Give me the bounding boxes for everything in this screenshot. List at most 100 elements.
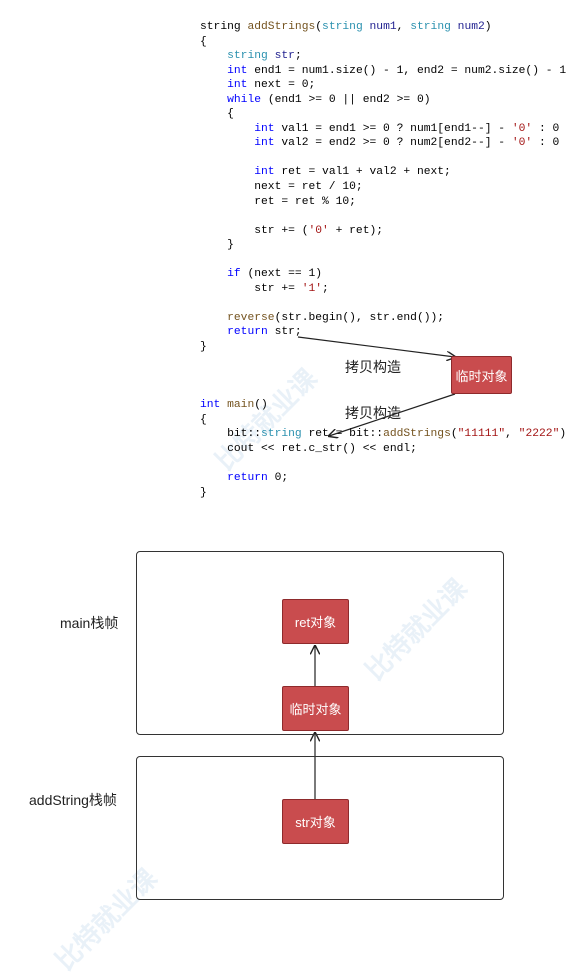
addstring-stack-frame: [136, 756, 504, 900]
code-line: }: [200, 238, 546, 253]
code-token: cout << ret.c_str() << endl;: [200, 442, 417, 455]
code-token: ,: [396, 21, 411, 33]
arrow-temp-to-ret: [329, 393, 456, 436]
code-token: (: [315, 21, 323, 33]
code-token: int: [254, 137, 282, 150]
code-token: : 0: [532, 122, 560, 135]
code-token: return: [227, 471, 275, 484]
arrow-return-to-temp: [297, 336, 455, 357]
code-line: next = ret / 10;: [200, 180, 546, 195]
code-token: next = ret / 10;: [200, 181, 363, 194]
code-token: str += (: [200, 224, 309, 237]
code-token: main: [227, 399, 255, 412]
code-token: end1 = num1.size() - 1, end2 = num2.size…: [254, 64, 566, 77]
main-stack-frame-label: main栈帧: [60, 615, 119, 631]
code-token: : 0: [532, 137, 560, 150]
main-stack-frame: [136, 551, 504, 735]
code-token: ret = val1 + val2 + next;: [281, 166, 451, 179]
code-token: }: [200, 486, 207, 499]
code-token: str;: [274, 326, 302, 339]
code-token: (str.begin(), str.end());: [274, 311, 445, 324]
code-line: str += '1';: [200, 282, 546, 297]
code-line: {: [200, 35, 546, 50]
temp-object-stack-box: 临时对象: [282, 686, 349, 731]
code-token: string: [261, 428, 309, 441]
code-token: if: [227, 268, 248, 281]
code-token: bit::: [200, 428, 262, 441]
code-line: string addStrings(string num1, string nu…: [200, 20, 546, 35]
code-token: (: [450, 428, 458, 441]
code-token: while: [227, 93, 268, 106]
code-line: }: [200, 486, 546, 501]
code-line: int val2 = end2 >= 0 ? num2[end2--] - '0…: [200, 136, 559, 151]
code-token: ;: [294, 50, 302, 63]
code-line: string str;: [200, 49, 546, 64]
code-line: int ret = val1 + val2 + next;: [200, 165, 546, 180]
code-token: next = 0;: [254, 79, 316, 92]
code-token: ,: [505, 428, 519, 441]
code-token: int: [254, 122, 282, 135]
code-line: if (next == 1): [200, 267, 546, 282]
code-token: num2: [457, 21, 485, 33]
code-token: addStrings: [383, 428, 451, 441]
code-token: "11111": [457, 428, 506, 441]
code-token: {: [200, 108, 234, 121]
code-line: }: [200, 340, 546, 355]
code-token: {: [200, 35, 207, 48]
ret-object-box: ret对象: [282, 599, 349, 644]
code-token: int: [227, 79, 255, 92]
code-token: str +=: [200, 282, 302, 295]
code-token: reverse: [227, 311, 275, 324]
code-line: cout << ret.c_str() << endl;: [200, 442, 546, 457]
code-token: num1: [369, 21, 397, 33]
code-line: reverse(str.begin(), str.end());: [200, 311, 546, 326]
code-token: int: [227, 64, 255, 77]
code-token: int: [200, 399, 228, 412]
code-token: (end1 >= 0 || end2 >= 0): [267, 93, 431, 106]
code-token: }: [200, 239, 234, 252]
code-line: int end1 = num1.size() - 1, end2 = num2.…: [200, 64, 566, 79]
temp-object-box: 临时对象: [451, 356, 512, 394]
code-token: ret = bit::: [308, 428, 384, 441]
addstring-stack-frame-label: addString栈帧: [29, 792, 117, 808]
code-token: ret = ret % 10;: [200, 195, 356, 208]
code-token: ): [559, 428, 566, 441]
code-token: '1': [301, 282, 323, 295]
code-token: string: [322, 21, 370, 33]
code-token: addStrings: [247, 21, 316, 33]
copy-construct-label-2: 拷贝构造: [345, 405, 401, 421]
code-token: (): [254, 399, 268, 412]
code-token: ): [484, 21, 492, 33]
code-block: string addStrings(string num1, string nu…: [200, 20, 566, 501]
code-line: str += ('0' + ret);: [200, 224, 546, 239]
code-line: int main(): [200, 398, 546, 413]
code-token: string: [200, 21, 248, 33]
code-token: 0;: [274, 471, 289, 484]
code-token: '0': [308, 224, 329, 237]
code-token: ;: [322, 282, 329, 295]
code-line: ret = ret % 10;: [200, 195, 546, 210]
code-token: return: [227, 326, 275, 339]
code-token: (next == 1): [247, 268, 323, 281]
copy-construct-label-1: 拷贝构造: [345, 359, 401, 375]
code-line: bit::string ret = bit::addStrings("11111…: [200, 427, 566, 442]
code-token: + ret);: [328, 224, 384, 237]
code-token: val2 = end2 >= 0 ? num2[end2--] -: [281, 137, 512, 150]
code-token: }: [200, 341, 207, 354]
arrows-layer: [297, 336, 546, 800]
code-line: return 0;: [200, 471, 546, 486]
code-token: str: [274, 50, 295, 63]
code-token: string: [227, 50, 275, 63]
code-token: '0': [511, 137, 533, 150]
code-line: {: [200, 107, 546, 122]
code-token: '0': [511, 122, 533, 135]
code-line: int next = 0;: [200, 78, 546, 93]
code-token: string: [410, 21, 458, 33]
code-token: int: [254, 166, 282, 179]
code-line: return str;: [200, 325, 546, 340]
code-line: int val1 = end1 >= 0 ? num1[end1--] - '0…: [200, 122, 559, 137]
str-object-box: str对象: [282, 799, 349, 844]
code-line: {: [200, 413, 546, 428]
code-token: {: [200, 413, 207, 426]
code-line: while (end1 >= 0 || end2 >= 0): [200, 93, 546, 108]
